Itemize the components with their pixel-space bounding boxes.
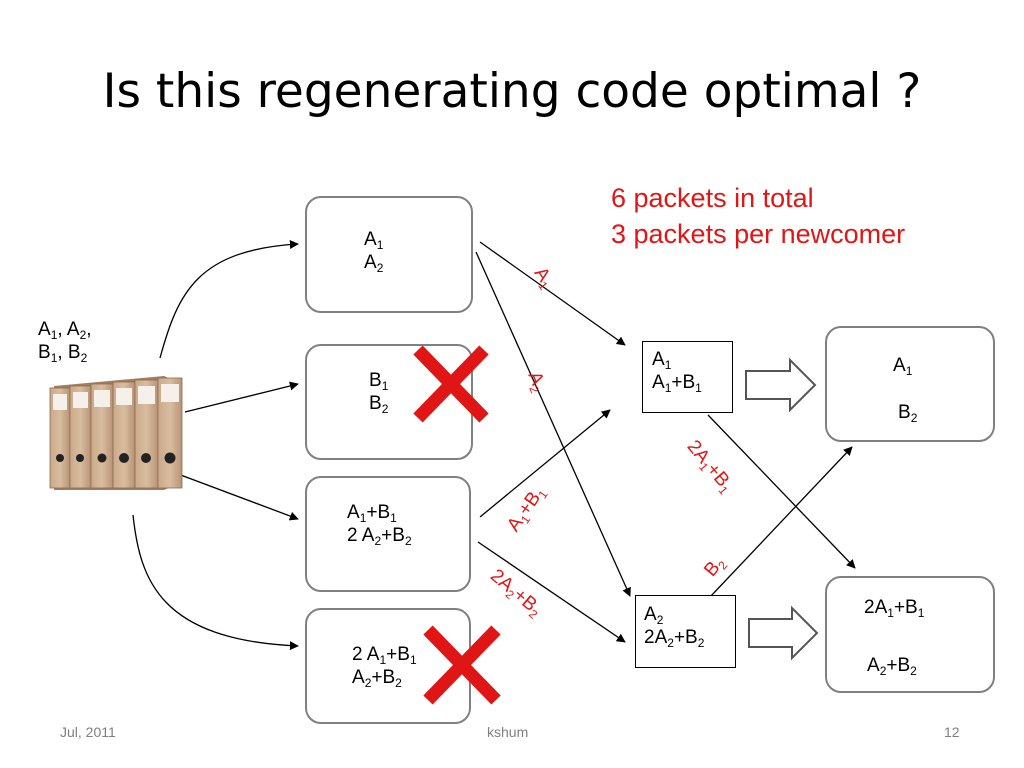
regenerated-node-2-line2: A2+B2 — [867, 655, 917, 678]
node-4-failure-x-icon — [423, 625, 501, 705]
storage-node-1-content: A1 A2 — [364, 228, 383, 274]
slide-title: Is this regenerating code optimal ? — [102, 64, 922, 119]
newcomer-1 — [642, 341, 733, 413]
note-line-total: 6 packets in total — [611, 183, 814, 213]
storage-node-2-line2: B2 — [369, 393, 389, 416]
newcomer-1-line2: A1+B1 — [652, 372, 702, 395]
storage-node-3-line2: 2 A2+B2 — [347, 525, 412, 548]
regenerated-node-2-line1: 2A1+B1 — [864, 597, 925, 620]
storage-node-4-content: 2 A1+B1 A2+B2 — [352, 643, 417, 689]
newcomer2-block-arrow — [748, 605, 819, 661]
storage-node-1-line2: A2 — [364, 252, 384, 275]
footer-author: kshum — [487, 724, 529, 740]
source-to-node1-arrow — [159, 239, 299, 359]
regenerated-node-2 — [825, 576, 995, 693]
packet-count-note: 6 packets in total 3 packets per newcome… — [611, 180, 905, 252]
storage-node-2 — [305, 344, 473, 460]
node3-to-newcomer2-arrow — [477, 541, 626, 643]
newcomer-1-line1: A1 — [652, 349, 672, 372]
source-to-node4-arrow — [132, 514, 299, 651]
source-to-node3-arrow — [177, 473, 299, 521]
newcomer-2-line1: A2 — [644, 604, 664, 627]
newcomer1-to-regen2-arrow — [707, 414, 856, 569]
regenerated-node-1-line1: A1 — [893, 355, 913, 378]
newcomer-2 — [635, 595, 736, 668]
source-file-label: A1, A2, B1, B2 — [38, 318, 92, 364]
file-binders-icon — [49, 376, 183, 490]
storage-node-3-line1: A1+B1 — [347, 502, 397, 525]
newcomer-2-line2: 2A2+B2 — [644, 627, 705, 650]
storage-node-2-content: B1 B2 — [369, 369, 388, 415]
newcomer2-to-regen1-arrow — [709, 446, 853, 598]
newcomer-1-content: A1 A1+B1 — [652, 348, 702, 394]
node3-to-newcomer1-arrow — [479, 409, 611, 518]
source-to-node2-arrow — [184, 381, 299, 413]
note-line-per-newcomer: 3 packets per newcomer — [611, 219, 906, 249]
storage-node-1-line1: A1 — [364, 229, 384, 252]
storage-node-3 — [305, 476, 471, 592]
node1-to-newcomer2-arrow — [475, 251, 631, 597]
storage-node-1 — [305, 196, 473, 313]
storage-node-4-line2: A2+B2 — [352, 667, 402, 690]
storage-node-2-line1: B1 — [369, 370, 389, 393]
footer-page-number: 12 — [944, 724, 960, 740]
newcomer-2-content: A2 2A2+B2 — [644, 603, 704, 649]
regenerated-node-1-line2: B2 — [898, 402, 918, 425]
storage-node-4-line1: 2 A1+B1 — [352, 644, 417, 667]
storage-node-3-content: A1+B1 2 A2+B2 — [347, 501, 412, 547]
source-label-line1: A1, A2, — [38, 319, 92, 342]
regenerated-node-1 — [825, 326, 995, 442]
newcomer1-block-arrow — [745, 357, 817, 413]
footer-date: Jul, 2011 — [60, 724, 116, 740]
source-label-line2: B1, B2 — [38, 342, 88, 365]
node1-to-newcomer1-arrow — [479, 241, 626, 346]
node-2-failure-x-icon — [413, 345, 489, 423]
